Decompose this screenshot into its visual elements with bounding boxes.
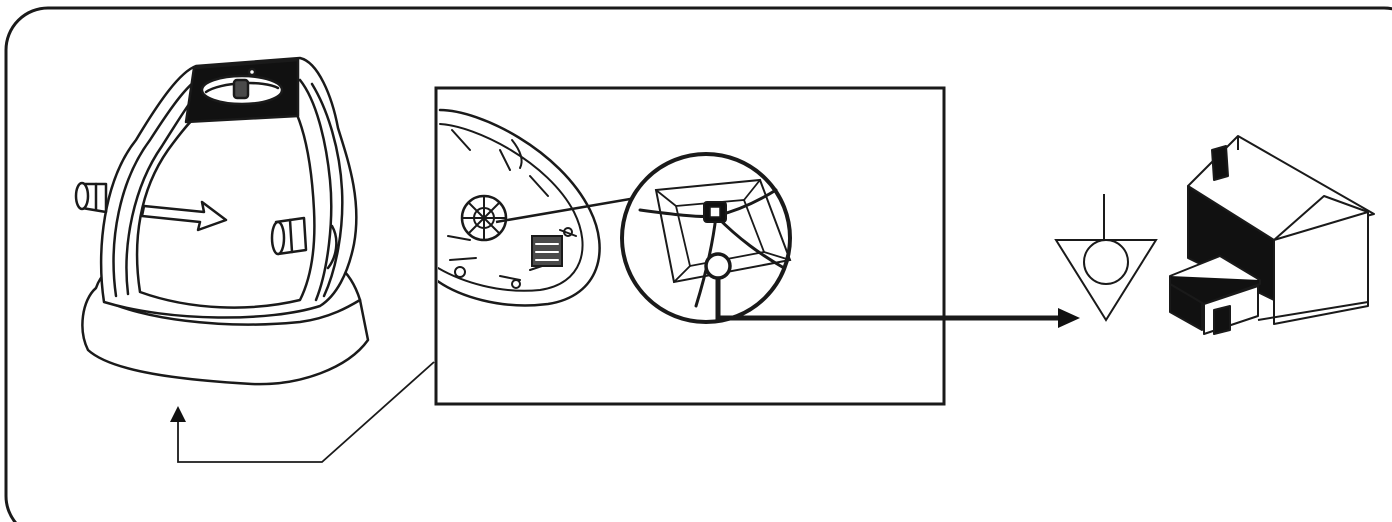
outer-frame xyxy=(4,6,1392,522)
underside-impeller-vanes xyxy=(461,195,507,241)
flow-direction-arrow xyxy=(140,200,228,232)
pump-indicator-light xyxy=(247,67,257,77)
closeup-circle xyxy=(620,152,792,324)
house-base-line xyxy=(1257,301,1369,321)
house-front-gable xyxy=(1273,195,1369,241)
pump-shell-rib-3 xyxy=(298,78,333,302)
ground-terminal-ring xyxy=(704,252,732,280)
closeup-leader-line xyxy=(495,196,637,224)
underside-shell-inner xyxy=(438,123,584,292)
underside-terminal-lines xyxy=(535,243,559,261)
underside-callout-line xyxy=(177,361,435,463)
pump-outlet-collar xyxy=(288,218,294,254)
underside-clip xyxy=(511,139,523,169)
house-chimney xyxy=(1211,145,1229,181)
underside-rib-1 xyxy=(451,129,577,237)
pump-unit xyxy=(74,56,370,386)
earth-ground-symbol xyxy=(1054,194,1158,322)
house-front-wall xyxy=(1273,211,1369,325)
pump-side-clip xyxy=(326,224,338,270)
pump-underside-view xyxy=(438,108,601,307)
closeup-bracket-arms xyxy=(638,188,786,308)
house xyxy=(1169,135,1375,335)
underside-screw-2 xyxy=(511,279,521,289)
ground-symbol-triangle xyxy=(1054,239,1158,322)
underside-callout-arrowhead xyxy=(170,406,186,422)
pump-control-knob xyxy=(232,78,250,100)
underside-screw-1 xyxy=(454,266,466,278)
underside-rib-2 xyxy=(447,235,561,281)
grounding-screw-slot xyxy=(709,206,721,218)
pump-shell-rib-2 xyxy=(125,90,200,296)
closeup-corner-lines xyxy=(655,179,791,283)
pump-inlet-opening xyxy=(74,181,90,211)
ground-symbol-circle xyxy=(1083,239,1129,285)
underside-screw-3 xyxy=(563,227,573,237)
pump-lid-panel xyxy=(135,102,316,309)
house-annex-door xyxy=(1213,305,1231,335)
ground-wire xyxy=(715,278,1062,321)
pump-base-rim xyxy=(102,298,362,326)
grounding-screw-closeup xyxy=(620,152,792,324)
pump-shell-rib-1 xyxy=(112,80,196,298)
ground-wire-arrowhead xyxy=(1058,308,1080,328)
pump-shell-rib-4 xyxy=(310,82,344,298)
pump-outlet-opening xyxy=(270,220,286,256)
